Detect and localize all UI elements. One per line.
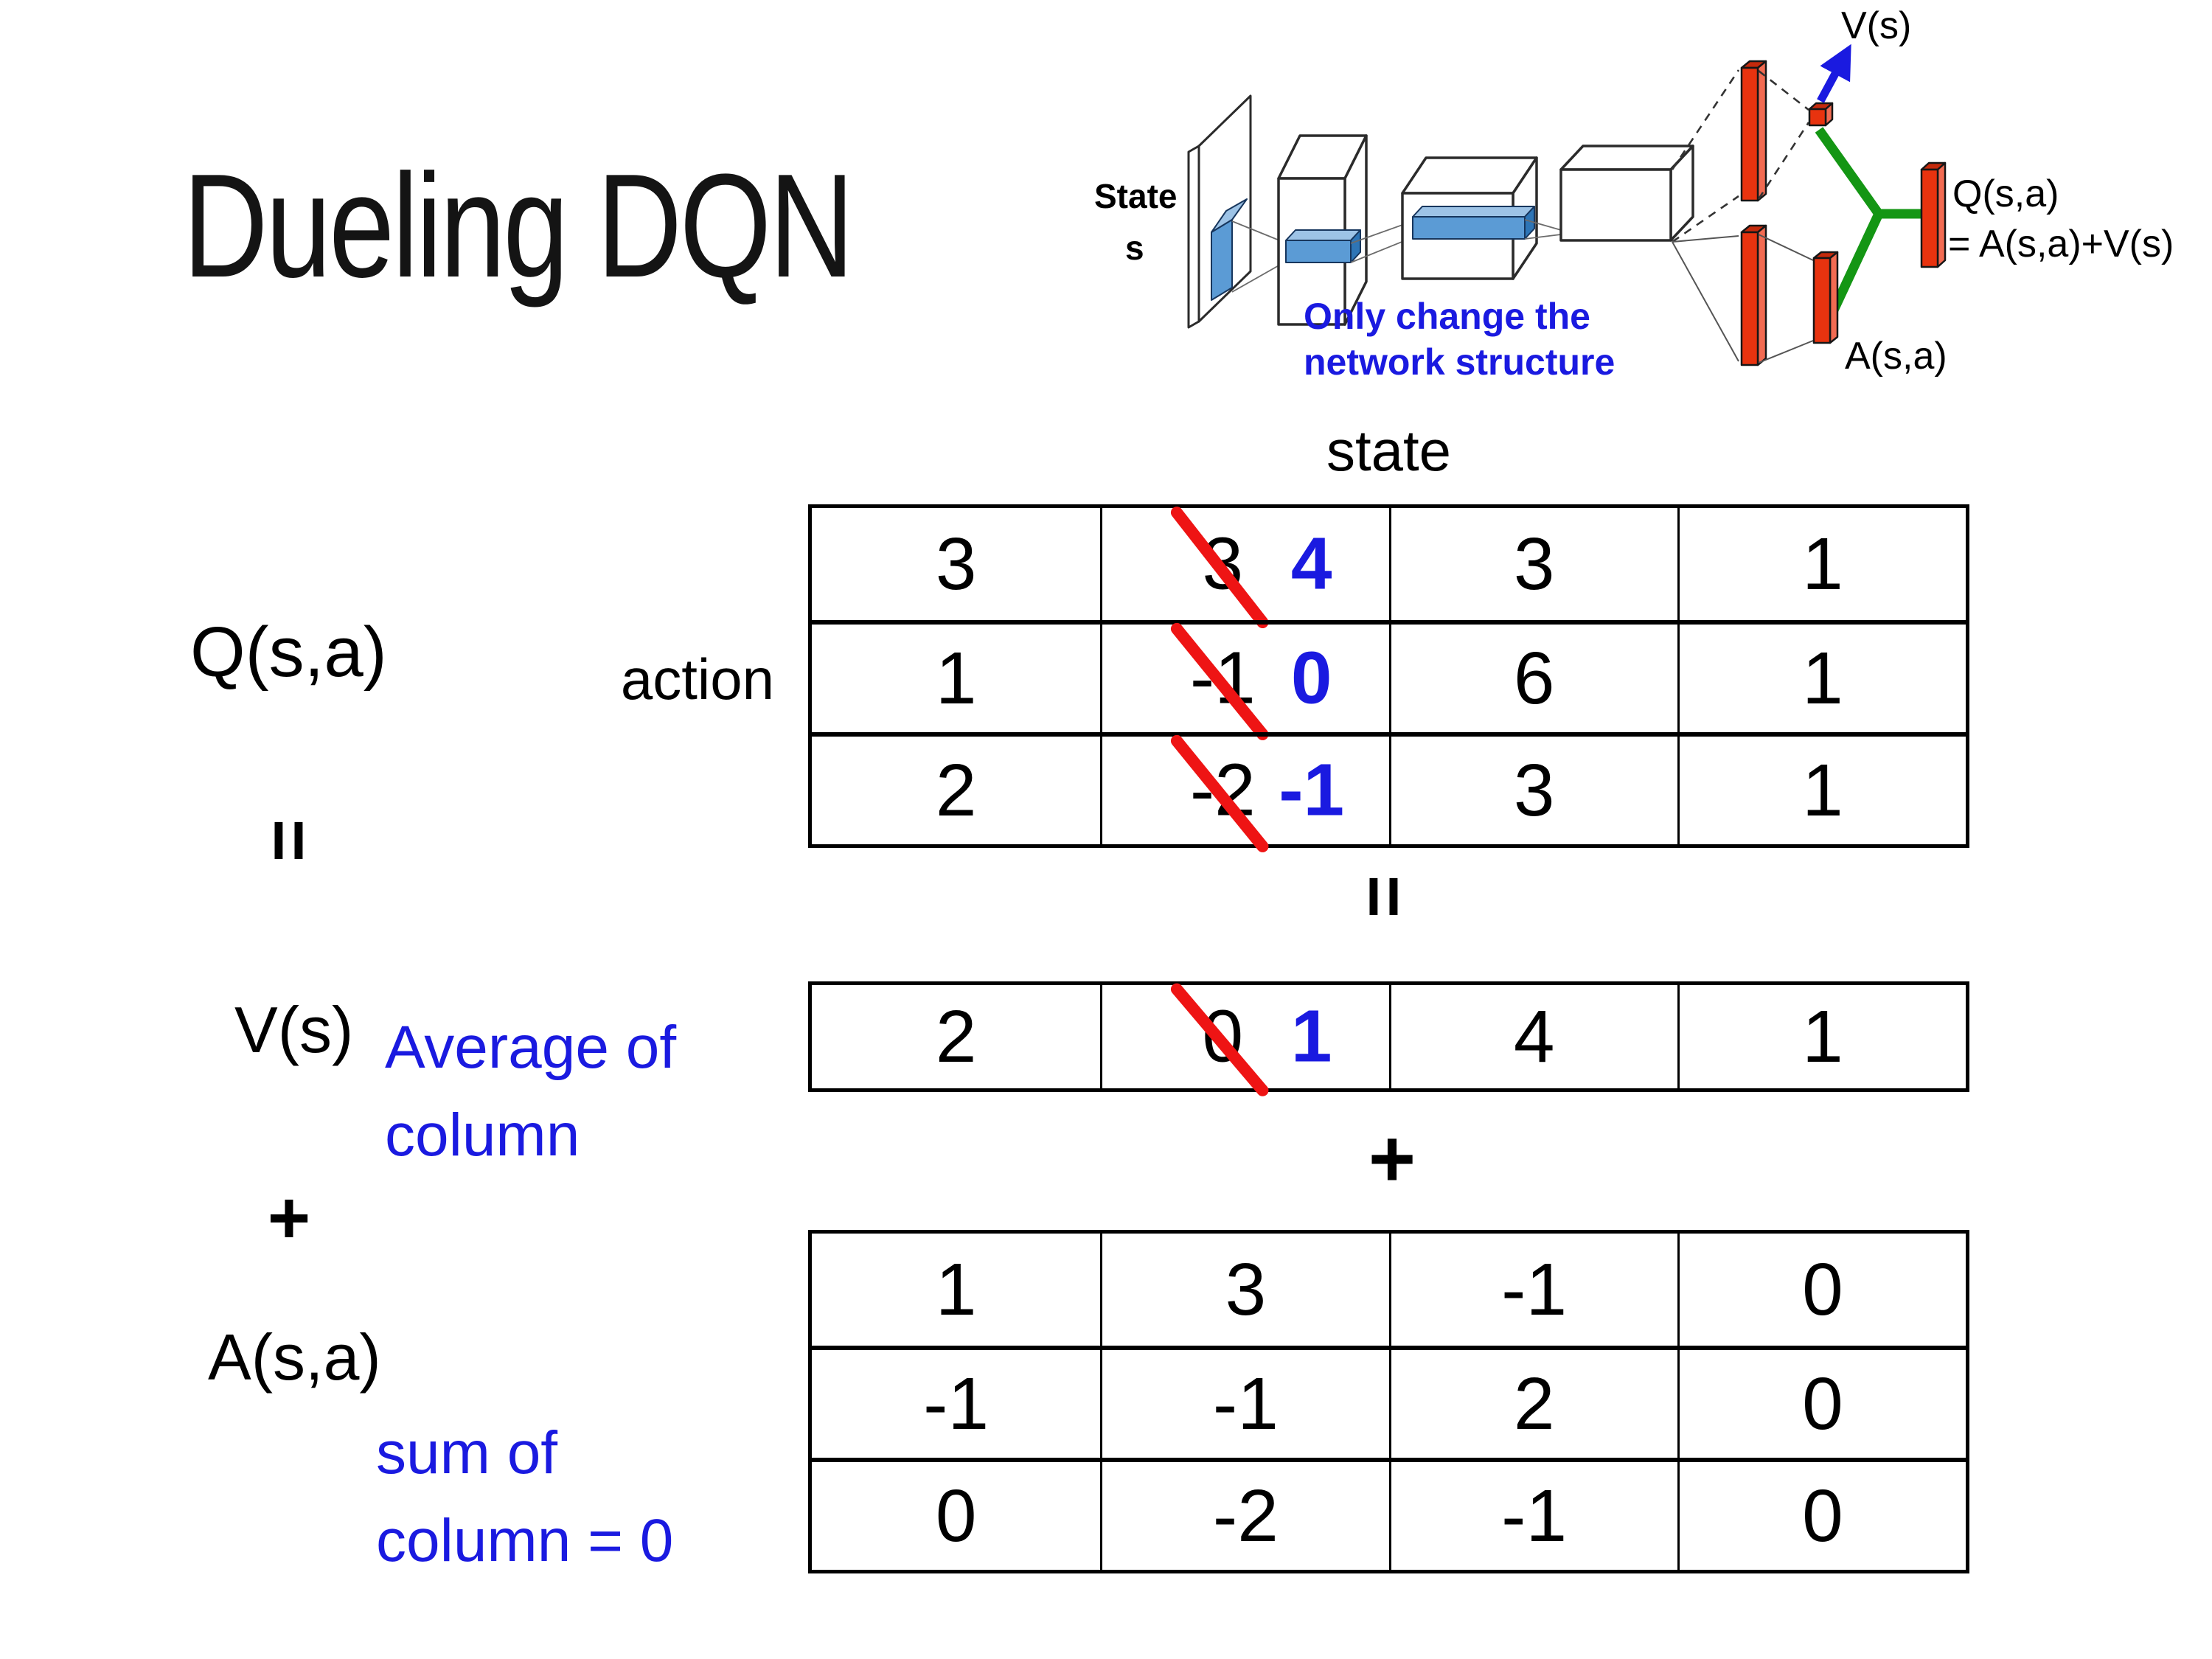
a-cell: 0 [1677, 1346, 1966, 1458]
q-cell-corrected: -2 -1 [1100, 732, 1389, 844]
q-cell: 1 [1677, 508, 1966, 620]
a-cell: 0 [1677, 1458, 1966, 1570]
conv2-feature-top [1412, 206, 1535, 218]
advantage-stream-link [1672, 235, 1739, 243]
slide-title: Dueling DQN [183, 144, 855, 308]
v-cell: 2 [935, 995, 977, 1078]
advantage-node-link [1758, 234, 1814, 261]
crossed-out-value: 0 [1202, 995, 1244, 1078]
a-cell: 0 [812, 1458, 1101, 1570]
v-values-table: 2 0 1 4 1 [808, 981, 1969, 1092]
q-output-bar-side [1936, 161, 1947, 268]
advantage-node-side [1829, 251, 1839, 344]
corrected-value: 4 [1290, 522, 1332, 605]
a-cell: -1 [1388, 1234, 1677, 1346]
sum-note-line2: column = 0 [376, 1506, 674, 1574]
value-stream-link [1671, 69, 1740, 170]
sum-note-line1: sum of [376, 1419, 558, 1486]
plus-sign-left: + [267, 1177, 311, 1259]
advantage-stream-link [1672, 241, 1739, 362]
q-cell: 1 [1677, 732, 1966, 844]
sum-of-column-note: sum of column = 0 [376, 1410, 673, 1585]
q-cell: 3 [935, 522, 977, 605]
q-output-label-line1: Q(s,a) [1952, 173, 2059, 215]
value-hidden-bar [1740, 66, 1759, 202]
q-cell: 3 [1388, 508, 1677, 620]
q-cell: 2 [812, 732, 1101, 844]
corrected-value: 0 [1290, 636, 1332, 720]
corrected-value: -1 [1279, 748, 1345, 832]
crossed-out-value: -1 [1189, 636, 1256, 720]
a-cell: 3 [1100, 1234, 1388, 1346]
average-note-line2: column [385, 1101, 580, 1169]
conv1-feature-bar [1285, 240, 1352, 263]
state-input-label: State [1094, 177, 1177, 215]
a-cell: 0 [1677, 1234, 1966, 1346]
q-cell-corrected: -1 0 [1100, 620, 1389, 732]
state-s-label: s [1125, 229, 1144, 267]
value-output-arrow [1817, 44, 1851, 103]
q-output-bar [1920, 168, 1939, 268]
action-axis-label: action [620, 647, 774, 712]
advantage-hidden-bar-side [1756, 224, 1767, 366]
value-node [1808, 108, 1827, 127]
plus-sign-center: + [1368, 1113, 1416, 1204]
conv-filter-icon [1211, 219, 1233, 301]
state-axis-label: state [1326, 418, 1452, 483]
conv2-feature-bar [1412, 216, 1526, 240]
projection-line [1524, 234, 1562, 240]
diagram-note-line2: network structure [1304, 341, 1615, 383]
a-cell: 1 [935, 1248, 977, 1331]
equals-sign-center: = [1343, 874, 1425, 919]
q-values-table: 3 3 4 3 1 1 -1 0 6 1 2 -2 -1 3 1 [808, 504, 1969, 848]
conv1-feature-top [1285, 229, 1361, 241]
advantage-node [1812, 257, 1832, 344]
value-node-link [1757, 122, 1810, 200]
dueling-network-diagram: State s [1094, 4, 2174, 383]
v-vector-label: V(s) [234, 993, 354, 1066]
a-cell: -1 [1100, 1346, 1389, 1458]
a-cell: 2 [1388, 1346, 1677, 1458]
q-output-label-line2: = A(s,a)+V(s) [1948, 223, 2174, 265]
corrected-value: 1 [1290, 995, 1332, 1078]
q-cell: 1 [1677, 620, 1966, 732]
advantage-output-label: A(s,a) [1845, 335, 1947, 378]
v-cell: 1 [1677, 985, 1966, 1088]
v-cell-corrected: 0 1 [1100, 985, 1388, 1088]
a-cell: -1 [812, 1346, 1101, 1458]
q-cell: 3 [1388, 732, 1677, 844]
average-note-line1: Average of [385, 1014, 677, 1081]
red-strike-line [1102, 985, 1388, 1088]
diagram-note-line1: Only change the [1304, 296, 1590, 337]
a-values-table: 1 3 -1 0 -1 -1 2 0 0 -2 -1 0 [808, 1230, 1969, 1573]
projection-line [1524, 219, 1562, 231]
a-matrix-label: A(s,a) [208, 1321, 381, 1394]
average-of-column-note: Average of column [385, 1004, 676, 1180]
value-node-link [1758, 69, 1809, 111]
red-strike-line [1102, 508, 1388, 620]
equals-sign-left: = [248, 818, 330, 863]
q-matrix-label: Q(s,a) [190, 613, 387, 692]
crossed-out-value: -2 [1189, 748, 1256, 832]
a-cell: -1 [1388, 1458, 1677, 1570]
value-output-label: V(s) [1841, 4, 1911, 47]
advantage-hidden-bar [1740, 231, 1759, 366]
q-cell: 1 [812, 620, 1101, 732]
advantage-node-link [1758, 340, 1814, 364]
q-cell-corrected: 3 4 [1100, 508, 1388, 620]
fc-box [1559, 168, 1672, 242]
q-cell: 6 [1388, 620, 1677, 732]
value-hidden-bar-side [1756, 60, 1767, 202]
a-cell: -2 [1100, 1458, 1389, 1570]
input-plane-side [1187, 145, 1200, 329]
v-cell: 4 [1388, 985, 1677, 1088]
crossed-out-value: 3 [1202, 522, 1244, 605]
